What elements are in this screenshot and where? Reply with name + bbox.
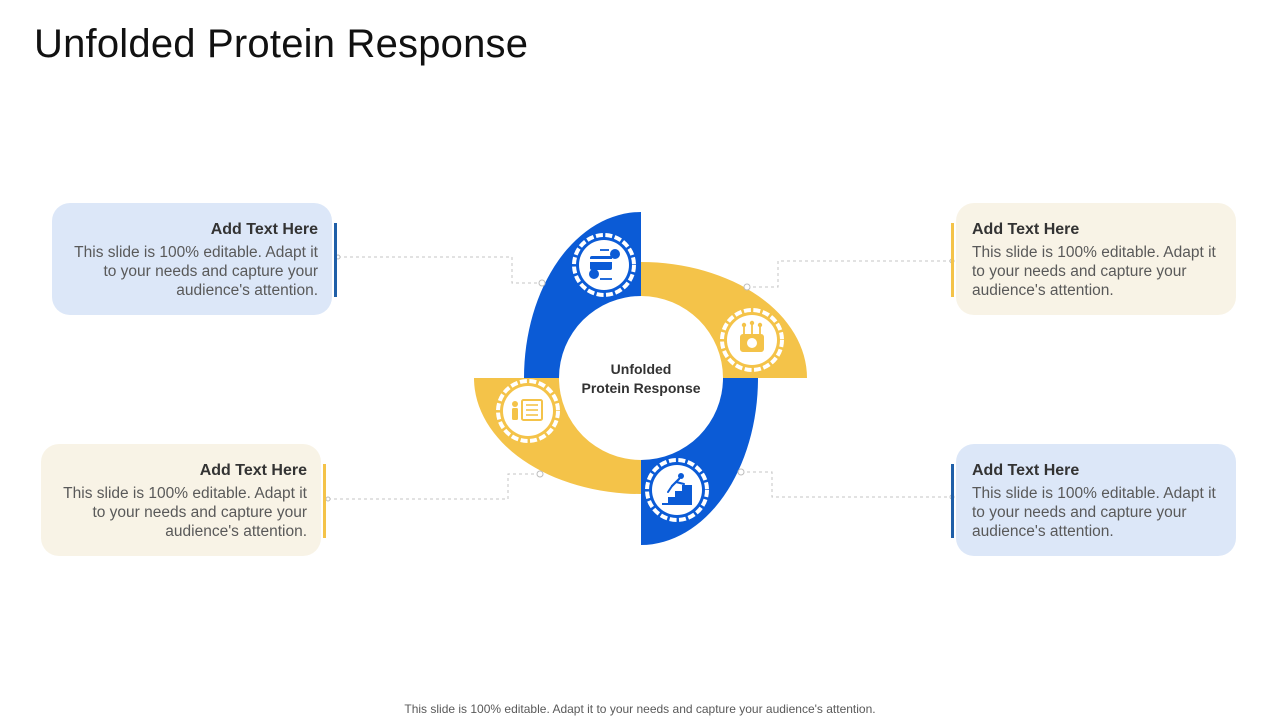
connector-dot	[743, 283, 751, 291]
connector-top-left	[338, 256, 542, 284]
card-body: This slide is 100% editable. Adapt it to…	[74, 244, 318, 299]
center-disc	[576, 313, 706, 443]
center-label-line1: Unfolded	[611, 361, 672, 377]
card-heading: Add Text Here	[972, 462, 1080, 479]
footer-note: This slide is 100% editable. Adapt it to…	[404, 702, 876, 716]
card-body: This slide is 100% editable. Adapt it to…	[63, 485, 307, 540]
card-body: This slide is 100% editable. Adapt it to…	[972, 244, 1216, 299]
page-title: Unfolded Protein Response	[34, 22, 529, 66]
connector-dot	[737, 468, 745, 476]
text-card-bottom-right: Add Text Here This slide is 100% editabl…	[951, 444, 1236, 556]
text-card-top-right: Add Text Here This slide is 100% editabl…	[951, 203, 1236, 315]
card-accent-bar	[951, 464, 954, 538]
card-heading: Add Text Here	[972, 221, 1080, 238]
card-accent-bar	[334, 223, 337, 297]
falling-person-stairs-icon	[645, 458, 709, 522]
connector-top-right	[747, 260, 952, 288]
card-heading: Add Text Here	[210, 221, 318, 238]
inner-ring	[562, 299, 720, 457]
text-card-bottom-left: Add Text Here This slide is 100% editabl…	[41, 444, 326, 556]
card-body: This slide is 100% editable. Adapt it to…	[972, 485, 1216, 540]
card-accent-bar	[951, 223, 954, 297]
payment-transfer-icon	[572, 233, 636, 297]
text-card-top-left: Add Text Here This slide is 100% editabl…	[52, 203, 337, 315]
money-bag-icon	[720, 308, 784, 372]
connector-dot	[325, 496, 331, 502]
connector-dot	[536, 470, 544, 478]
center-label-line2: Protein Response	[581, 380, 700, 396]
presentation-board-icon	[496, 379, 560, 443]
connector-dot	[538, 279, 546, 287]
connector-bottom-left	[328, 473, 540, 500]
card-heading: Add Text Here	[199, 462, 307, 479]
connector-bottom-right	[741, 471, 952, 498]
card-accent-bar	[323, 464, 326, 538]
